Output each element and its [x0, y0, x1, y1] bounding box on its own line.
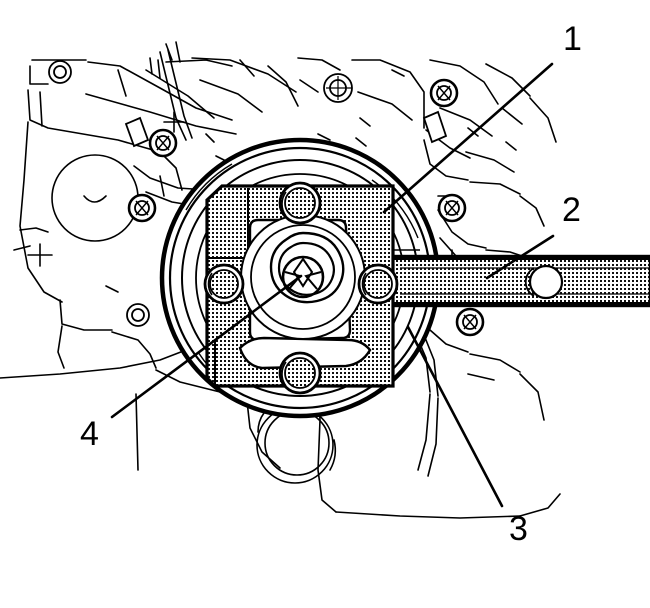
leader-line-3 — [406, 325, 504, 508]
block-bolt-bottom-right — [455, 307, 485, 337]
callout-label-4: 4 — [80, 415, 99, 453]
callout-label-1: 1 — [563, 20, 582, 58]
plate-bolt-holes — [203, 181, 399, 395]
block-bolt-upper-mid — [148, 128, 178, 158]
balancer-hub — [240, 214, 366, 340]
callout-label-2: 2 — [562, 191, 581, 229]
callout-label-3: 3 — [509, 510, 528, 548]
leader-line-4 — [110, 274, 303, 419]
leader-line-1 — [382, 62, 554, 214]
oil-pan-boss — [256, 406, 334, 484]
block-bolt-right — [429, 78, 459, 108]
chain-guide-tab — [124, 110, 448, 148]
crosshair-mark-lower — [27, 243, 53, 267]
bolt-hole-right — [357, 263, 399, 305]
idler-pulley-circle — [51, 154, 139, 242]
engine-fasteners — [48, 60, 485, 337]
block-bolt-pan — [126, 303, 150, 327]
callout-leaders — [110, 62, 555, 508]
engine-block-background — [0, 41, 561, 519]
block-bolt-upper-right — [323, 73, 353, 103]
bolt-hole-top — [278, 181, 322, 225]
block-bolt-mid-left — [127, 193, 157, 223]
bolt-hole-bottom — [278, 351, 322, 395]
block-bolt-upper-left — [48, 60, 72, 84]
leader-line-2 — [485, 234, 555, 280]
holding-bar-hole — [528, 264, 564, 300]
block-bolt-lower-right — [437, 193, 467, 223]
holding-bar — [391, 249, 650, 308]
bolt-hole-left — [203, 263, 245, 305]
crosshair-mark-upper — [163, 111, 185, 133]
